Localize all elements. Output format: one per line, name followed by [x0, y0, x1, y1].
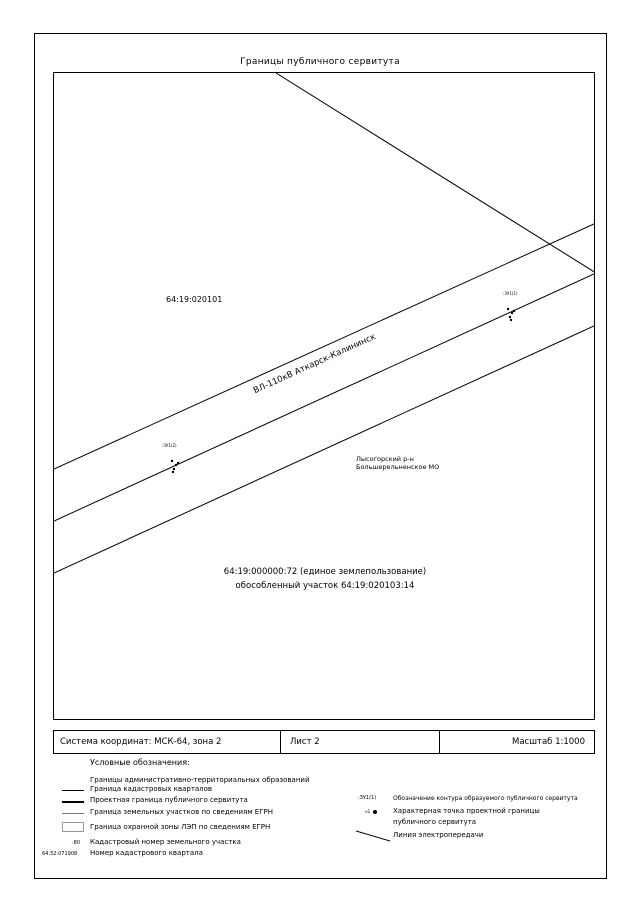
sheet-number-text: Лист 2 [290, 737, 320, 747]
legend-egrn-border-text: Граница земельных участков по сведениям … [90, 808, 273, 816]
legend-parcel-number-sample: :80 [72, 840, 81, 846]
map-frame: 64:19:020101 ВЛ-110кВ Аткарск-Калининск … [53, 72, 595, 720]
legend-quarter-number-text: Номер кадастрового квартала [90, 849, 203, 857]
info-bar: Система координат: МСК-64, зона 2 Лист 2… [53, 730, 595, 754]
zone-boundary-upper [54, 223, 594, 470]
contour-label-upper: :ЗУ1(1) [503, 291, 518, 296]
info-divider-2 [439, 731, 440, 753]
legend-egrn-border-symbol [62, 813, 84, 814]
zone-boundary-lower [54, 325, 594, 574]
legend-zone-border-symbol [62, 822, 84, 832]
legend-power-line-text: Линия электропередачи [393, 831, 484, 839]
legend-quarter-number-sample: 64:32:071908 [42, 851, 78, 857]
servitude-points-lower [170, 459, 180, 474]
drawing-sheet-frame [34, 33, 607, 879]
district-label: Лысогорский р-н [356, 455, 414, 463]
contour-label-lower: :ЗУ1(2) [162, 443, 177, 448]
legend-power-line-symbol [356, 830, 391, 842]
legend-zone-border-text: Граница охранной зоны ЛЭП по сведениям Е… [90, 823, 271, 831]
parcel-label-line2: обособленный участок 64:19:020103:14 [235, 581, 415, 591]
info-divider-1 [280, 731, 281, 753]
legend-parcel-number-text: Кадастровый номер земельного участка [90, 838, 241, 846]
map-canvas [54, 73, 594, 574]
scale-text: Масштаб 1:1000 [512, 737, 586, 747]
legend-contour-text: Обозначение контура образуемого публично… [393, 795, 578, 802]
legend-title: Условные обозначения: [90, 758, 190, 767]
legend-project-border-symbol [62, 801, 84, 803]
parcel-label-line1: 64:19:000000:72 (единое землепользование… [223, 567, 427, 577]
servitude-points-upper [506, 307, 516, 322]
quarter-boundary-line [275, 73, 594, 273]
legend-contour-sample: :ЗУ1(1) [358, 795, 377, 801]
municipality-label: Большерельненское МО [356, 463, 440, 471]
legend-admin-border-text: Границы административно-территориальных … [90, 776, 310, 784]
power-line-axis [54, 273, 594, 522]
legend-point-text-line1: Характерная точка проектной границы [393, 807, 540, 815]
legend-quarter-border-text: Граница кадастровых кварталов [90, 785, 213, 793]
coordinate-system-text: Система координат: МСК-64, зона 2 [60, 737, 222, 747]
quarter-number-label: 64:19:020101 [166, 295, 223, 304]
legend-point-text-line2: публичного сервитута [393, 818, 477, 826]
legend-quarter-border-symbol [62, 790, 84, 791]
page-title: Границы публичного сервитута [240, 57, 400, 67]
legend-project-border-text: Проектная граница публичного сервитута [90, 796, 248, 804]
legend-point-sample: н1 [365, 809, 371, 814]
legend-point-symbol [373, 810, 377, 814]
